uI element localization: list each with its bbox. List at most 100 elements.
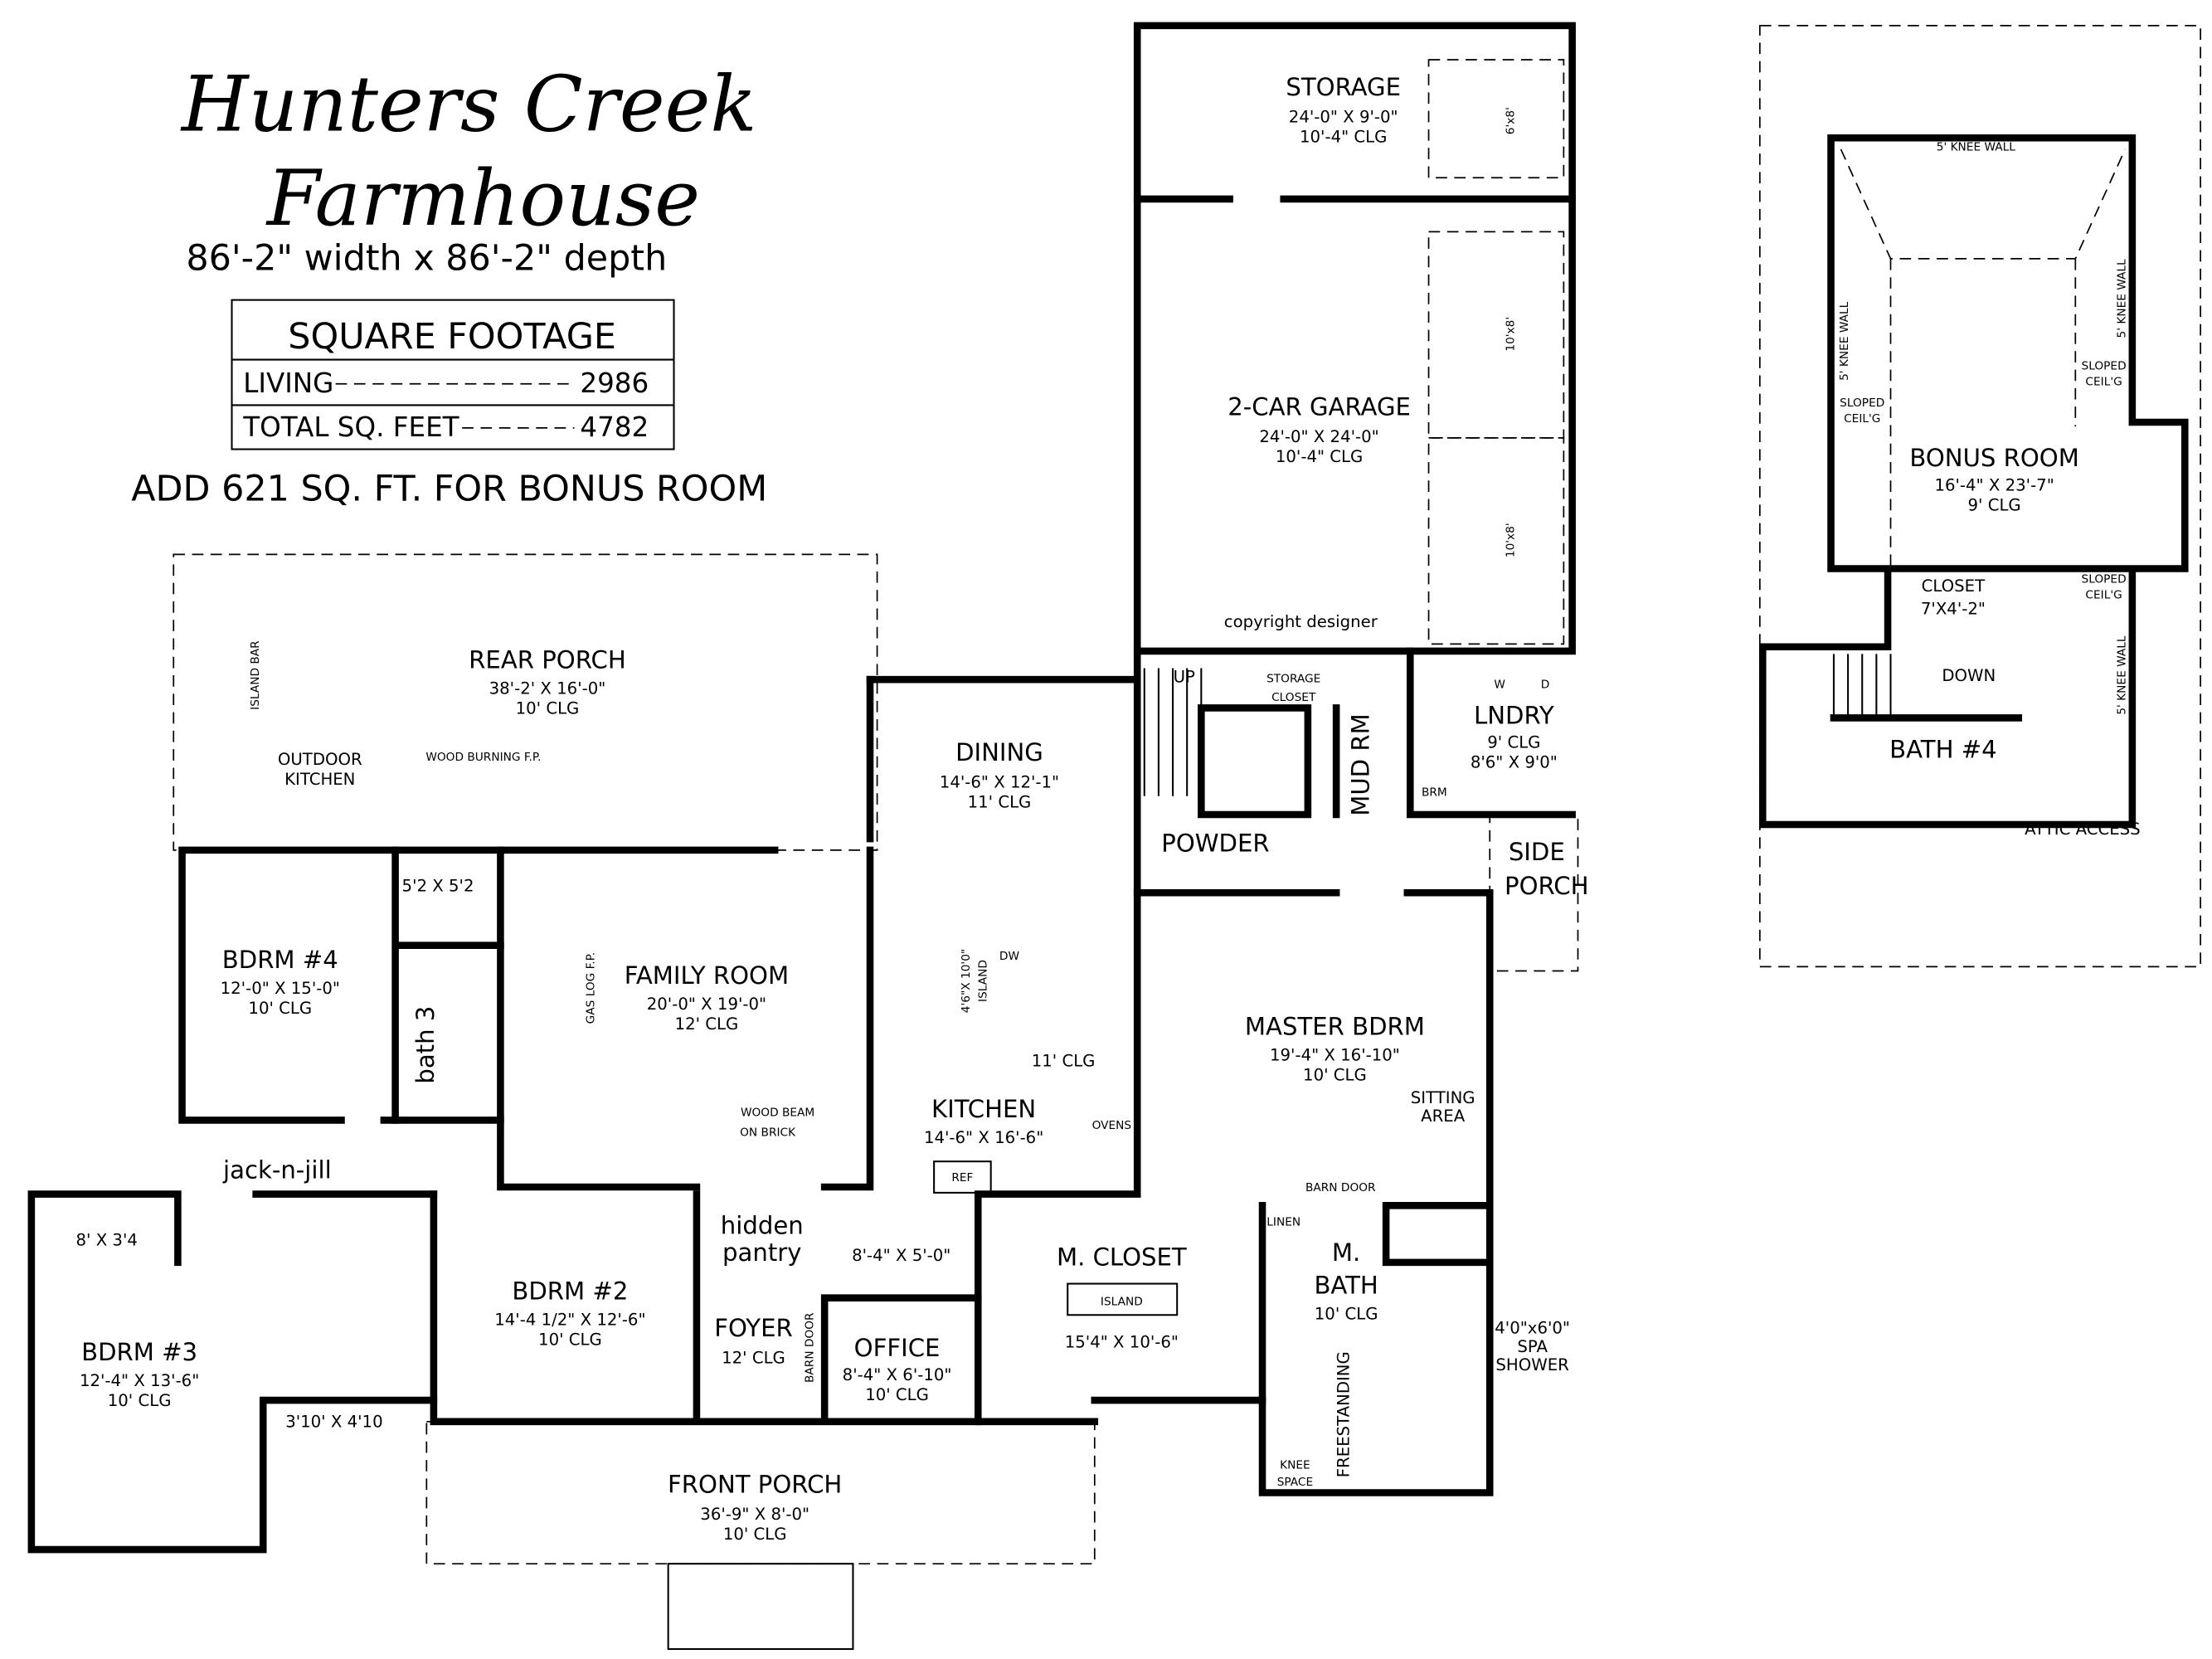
room-label: ISLAND BAR [249,640,262,710]
room-laundry: LNDRY 9' CLG 8'6" X 9'0" W D BRM [1422,678,1558,799]
room-label: AREA [1421,1107,1466,1126]
room-label: 8' X 3'4 [75,1230,137,1249]
room-family: FAMILY ROOM 20'-0" X 19'-0" 12' CLG GAS … [585,952,815,1139]
room-label: W [1494,678,1505,691]
room-label: 10' CLG [108,1391,172,1410]
room-label: 8'6" X 9'0" [1471,752,1558,771]
room-label: KITCHEN [931,1095,1036,1123]
room-label: OUTDOOR [278,750,362,769]
room-label: PORCH [1505,872,1589,900]
room-label: KNEE [1280,1458,1310,1472]
room-label: ISLAND [977,960,990,1002]
room-side-porch: SIDE PORCH [1505,838,1589,900]
room-label: 14'-6" X 16'-6" [924,1128,1043,1147]
plan-title-line1: Hunters Creek [180,60,757,149]
room-label: 5'2 X 5'2 [402,877,474,896]
room-label: FAMILY ROOM [625,961,789,990]
room-bdrm3: BDRM #3 12'-4" X 13'-6" 10' CLG 8' X 3'4 [75,1230,199,1410]
room-label: SLOPED [2082,360,2127,373]
room-label: ISLAND [1101,1295,1143,1308]
room-label: FREESTANDING [1334,1351,1354,1477]
room-label: FRONT PORCH [668,1470,842,1498]
room-hidden-pantry: hidden pantry 8'-4" X 5'-0" [721,1212,951,1267]
room-label: CLOSET [1271,691,1316,704]
room-bdrm2: BDRM #2 14'-4 1/2" X 12'-6" 10' CLG 3'10… [285,1277,645,1431]
room-label: 10' CLG [248,999,312,1018]
plan-title-line2: Farmhouse [265,153,700,243]
room-label: SLOPED [2082,573,2127,586]
room-label: 4'6"X 10'0" [960,949,973,1013]
room-label: 6'x8' [1504,107,1517,134]
room-label: WOOD BURNING F.P. [425,751,541,764]
bonus-note: ADD 621 SQ. FT. FOR BONUS ROOM [131,468,767,509]
room-label: BDRM #3 [81,1338,197,1366]
room-label: SLOPED [1840,397,1884,410]
room-label: UP [1174,668,1195,687]
copyright: copyright designer [1224,612,1378,631]
porches [173,553,1579,1651]
room-label: ON BRICK [740,1126,796,1139]
room-label: BRM [1422,786,1447,800]
room-label: MASTER BDRM [1245,1013,1425,1041]
room-label: OFFICE [854,1334,941,1362]
room-label: 10' CLG [516,698,580,718]
room-bdrm4: BDRM #4 12'-0" X 15'-0" 10' CLG 5'2 X 5'… [221,877,474,1018]
room-label: DOWN [1942,666,1996,685]
room-foyer: FOYER 12' CLG BARN DOOR [714,1312,816,1383]
room-label: BATH [1314,1272,1378,1300]
room-label: BDRM #2 [512,1277,628,1305]
room-dining: DINING 14'-6" X 12'-1" 11' CLG [940,738,1059,812]
room-bonus: BONUS ROOM 16'-4" X 23'-7" 9' CLG 5' KNE… [1838,141,2141,839]
room-label: BDRM #4 [222,946,338,974]
room-label: 19'-4" X 16'-10" [1270,1045,1400,1064]
room-label: 8'-4" X 5'-0" [852,1246,950,1265]
room-label: STORAGE [1286,73,1401,101]
room-label: 10' CLG [538,1330,602,1349]
room-label: 11' CLG [968,792,1032,811]
label-jack-n-jill: jack-n-jill [222,1156,332,1185]
room-label: WOOD BEAM [741,1106,814,1119]
living-value: 2986 [580,367,649,399]
total-label: TOTAL SQ. FEET [242,411,459,443]
room-label: 24'-0" X 24'-0" [1259,427,1378,446]
room-label: 5' KNEE WALL [1937,141,2016,154]
room-label: 9' CLG [1487,732,1540,752]
room-label: 10'-4" CLG [1276,447,1363,466]
living-label: LIVING [243,367,333,399]
room-bath3: bath 3 [411,1006,440,1084]
room-label: 5' KNEE WALL [1838,301,1851,381]
walls [27,22,1576,1554]
room-label: 12'-4" X 13'-6" [80,1371,199,1390]
room-label: LNDRY [1474,701,1554,729]
room-label: FOYER [714,1314,793,1342]
room-label: CEIL'G [2085,589,2122,602]
room-m-bath: M. BATH 10' CLG LINEN BARN DOOR FREESTAN… [1266,1181,1570,1489]
room-label: SPACE [1277,1476,1313,1489]
room-label: 5' KNEE WALL [2115,635,2128,715]
room-label: 4'0"x6'0" [1495,1319,1570,1338]
room-label: DINING [955,738,1043,766]
room-label: 36'-9" X 8'-0" [700,1505,809,1524]
stair-area: UP STORAGE CLOSET [1174,668,1321,704]
room-master-bdrm: MASTER BDRM 19'-4" X 16'-10" 10' CLG SIT… [1245,1013,1475,1126]
room-label: CLOSET [1922,577,1986,596]
room-label: 10'-4" CLG [1300,127,1387,146]
room-label: SIDE [1509,838,1565,866]
room-label: REAR PORCH [469,645,626,674]
room-label: GAS LOG F.P. [585,952,598,1024]
room-label: 12' CLG [722,1349,785,1368]
room-label: 10' CLG [1315,1304,1378,1323]
room-label: SPA [1517,1337,1548,1356]
room-powder: POWDER [1161,830,1269,858]
room-label: D [1541,678,1550,691]
room-label: 10'x8' [1504,317,1517,352]
room-label: 2-CAR GARAGE [1228,392,1411,421]
room-label: CEIL'G [1844,412,1880,426]
room-label: 12' CLG [675,1014,739,1034]
room-front-porch: FRONT PORCH 36'-9" X 8'-0" 10' CLG [668,1470,842,1544]
room-label: CEIL'G [2085,375,2122,388]
sq-ft-heading: SQUARE FOOTAGE [288,316,616,358]
room-label: pantry [722,1238,801,1267]
room-garage: 2-CAR GARAGE 24'-0" X 24'-0" 10'-4" CLG … [1224,317,1518,631]
